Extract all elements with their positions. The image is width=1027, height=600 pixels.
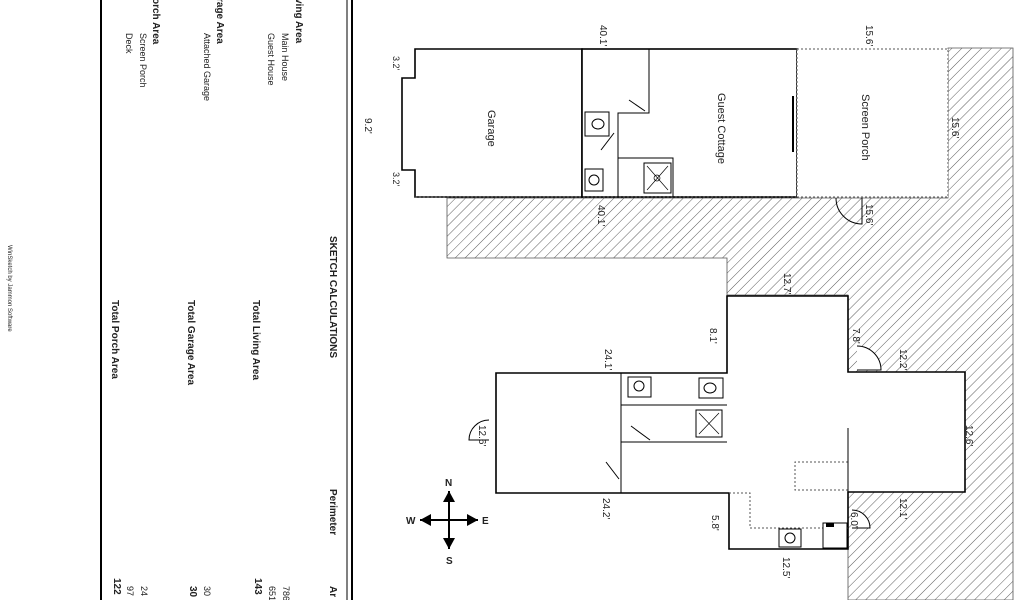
software-credit: WinSketch by Jammon Software: [6, 245, 12, 332]
dim-label: 24.1': [602, 349, 613, 370]
porch-item-area: 97: [125, 586, 135, 596]
compass-north: N: [445, 478, 452, 489]
dim-label: 3.2': [391, 172, 401, 187]
guest-bath-wall: [618, 157, 674, 197]
dim-label: 12.7': [781, 273, 792, 294]
dim-label: 15.6': [863, 204, 874, 225]
compass-south: S: [446, 556, 453, 567]
dim-label: 12.6': [476, 425, 487, 446]
total-living-area: 143: [252, 578, 263, 595]
living-item-label: Guest House: [266, 33, 276, 86]
living-item-label: Main House: [280, 33, 290, 81]
calculations-panel: SKETCH CALCULATIONS Perimeter Ar ving Ar…: [6, 0, 353, 600]
living-item-area: 651: [267, 586, 277, 600]
dim-label: 12.5': [780, 557, 791, 578]
room-label-garage: Garage: [485, 110, 497, 147]
main-sink-fixture: [627, 376, 652, 398]
screen-porch-room: [796, 48, 949, 198]
sink-basin: [588, 174, 600, 186]
rear-door-arc: [851, 509, 871, 529]
dim-label: 5.8': [709, 515, 720, 531]
dim-label: 40.1': [595, 205, 606, 226]
kitchen-sink-basin: [784, 532, 796, 544]
room-label-guest-cottage: Guest Cottage: [715, 93, 727, 164]
dim-label: 7.8': [850, 328, 861, 344]
dim-label: 15.6': [949, 117, 960, 138]
living-area-header: ving Area: [293, 0, 304, 44]
room-label-screen-porch: Screen Porch: [859, 94, 871, 161]
total-garage-label: Total Garage Area: [185, 300, 196, 385]
door-swing: [628, 99, 646, 112]
kitchen-outline: [729, 492, 848, 529]
door-swing: [600, 132, 615, 151]
total-living-label: Total Living Area: [250, 300, 261, 380]
guest-interior-wall: [617, 49, 650, 197]
dim-label: 15.6': [863, 25, 874, 46]
compass: N S E W: [406, 478, 489, 567]
total-garage-area: 30: [187, 586, 198, 598]
porch-item-area: 24: [139, 586, 149, 596]
compass-south-arrow: [443, 538, 455, 549]
main-sink-basin: [633, 380, 645, 392]
toilet-fixture: [584, 111, 610, 137]
perimeter-header: Perimeter: [327, 489, 338, 535]
area-header: Ar: [327, 586, 338, 597]
dim-label: 3.2': [391, 56, 401, 71]
compass-west-arrow: [420, 514, 431, 526]
toilet-bowl: [591, 118, 605, 130]
front-door-arc: [468, 419, 490, 441]
porch-area-header: orch Area: [150, 0, 161, 45]
garage-item-area: 30: [202, 586, 212, 596]
total-porch-label: Total Porch Area: [109, 300, 120, 379]
shower-x: [698, 412, 720, 435]
garage-area-header: rage Area: [214, 0, 225, 44]
side-door-arc: [856, 345, 882, 371]
main-toilet-fixture: [698, 377, 724, 399]
dim-label: 12.6': [963, 425, 974, 446]
porch-item-label: Screen Porch: [138, 33, 148, 88]
dim-label: 9.2': [362, 118, 373, 134]
dim-label: 12.2': [897, 349, 908, 370]
compass-north-arrow: [443, 491, 455, 502]
guest-cottage-room: [581, 48, 798, 198]
range-burner: [826, 523, 834, 527]
garage-item-label: Attached Garage: [202, 33, 212, 101]
sink-fixture: [584, 168, 604, 192]
compass-west: W: [406, 516, 416, 527]
door-swing: [630, 425, 651, 441]
dim-label: 24.2': [600, 498, 611, 519]
dim-label: 8.1': [707, 328, 718, 344]
total-porch-area: 122: [111, 578, 122, 595]
porch-door-arc: [835, 197, 863, 225]
calculations-title: SKETCH CALCULATIONS: [327, 236, 338, 358]
compass-east: E: [482, 516, 489, 527]
compass-east-arrow: [467, 514, 478, 526]
range-fixture: [822, 522, 848, 549]
door-swing: [605, 461, 620, 480]
shower-x: [646, 165, 669, 191]
shower-drain: [653, 174, 661, 182]
dim-label: 12.1': [897, 498, 908, 519]
kitchen-sink: [778, 528, 802, 548]
living-item-area: 786: [281, 586, 291, 600]
dim-label: 6.0': [848, 512, 859, 528]
dim-label: 40.1': [597, 25, 608, 46]
main-toilet-bowl: [703, 382, 717, 394]
porch-item-label: Deck: [124, 33, 134, 54]
